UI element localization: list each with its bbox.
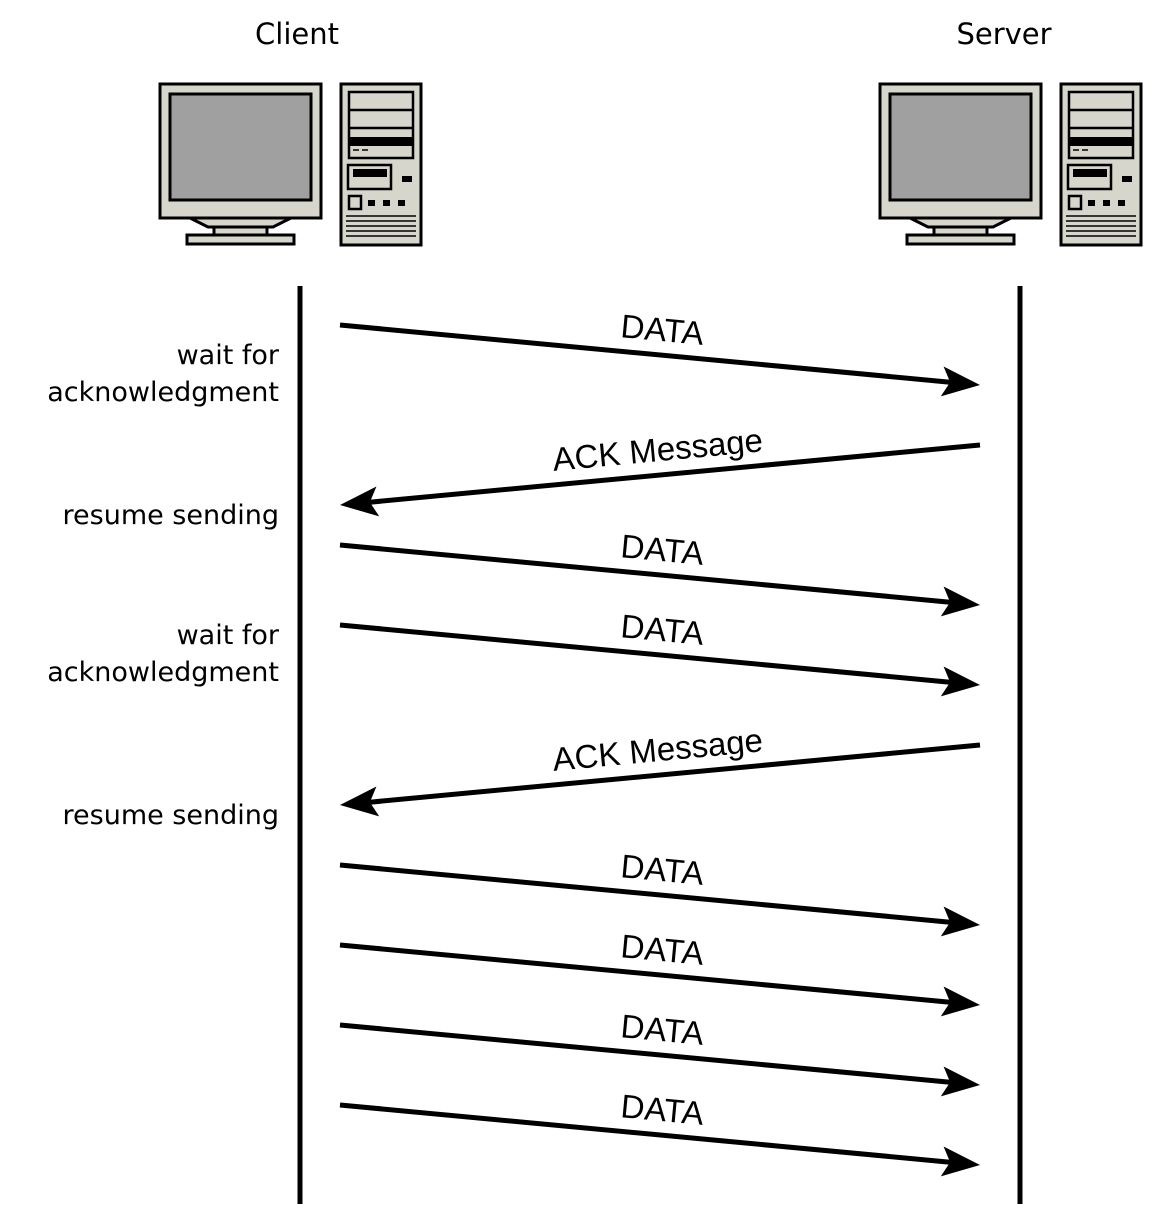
message-label: DATA — [619, 847, 705, 892]
note-line: wait for — [177, 620, 280, 651]
arrowhead — [940, 366, 980, 397]
note-line: acknowledgment — [47, 377, 279, 408]
arrow-line — [339, 862, 951, 925]
message-arrow: ACK Message — [340, 421, 981, 517]
note-line: wait for — [177, 340, 280, 371]
message-label: DATA — [619, 307, 705, 352]
message-label: DATA — [619, 607, 705, 652]
message-arrow: DATA — [339, 927, 980, 1017]
client-note: wait for acknowledgment — [47, 620, 280, 688]
arrow-line — [369, 742, 981, 805]
message-label: DATA — [619, 1007, 705, 1052]
client-note: resume sending — [63, 500, 279, 531]
arrow-line — [339, 1102, 951, 1165]
arrowhead — [940, 986, 980, 1017]
message-label: DATA — [619, 1087, 705, 1132]
message-label: DATA — [619, 527, 705, 572]
note-line: acknowledgment — [47, 657, 279, 688]
message-arrow: DATA — [339, 527, 980, 617]
arrowhead — [940, 906, 980, 937]
arrow-line — [339, 322, 951, 385]
arrow-line — [369, 442, 981, 505]
arrowhead — [940, 666, 980, 697]
arrowhead — [340, 486, 380, 517]
client-note: resume sending — [63, 800, 279, 831]
message-arrow: ACK Message — [340, 721, 981, 817]
message-arrow: DATA — [339, 307, 980, 397]
client-note: wait for acknowledgment — [47, 340, 280, 408]
message-arrow: DATA — [339, 607, 980, 697]
arrow-line — [339, 542, 951, 605]
client-label: Client — [255, 17, 339, 51]
message-arrow: DATA — [339, 847, 980, 937]
note-line: resume sending — [63, 500, 279, 531]
arrowhead — [940, 1066, 980, 1097]
arrow-line — [339, 622, 951, 685]
arrowhead — [340, 786, 380, 817]
client-computer-icon — [158, 82, 423, 247]
message-arrow: DATA — [339, 1007, 980, 1097]
arrow-line — [339, 942, 951, 1005]
arrow-line — [339, 1022, 951, 1085]
note-line: resume sending — [63, 800, 279, 831]
server-label: Server — [956, 17, 1051, 51]
server-computer-icon — [878, 82, 1143, 247]
arrowhead — [940, 586, 980, 617]
arrowhead — [940, 1146, 980, 1177]
message-arrow: DATA — [339, 1087, 980, 1177]
message-label: DATA — [619, 927, 705, 972]
